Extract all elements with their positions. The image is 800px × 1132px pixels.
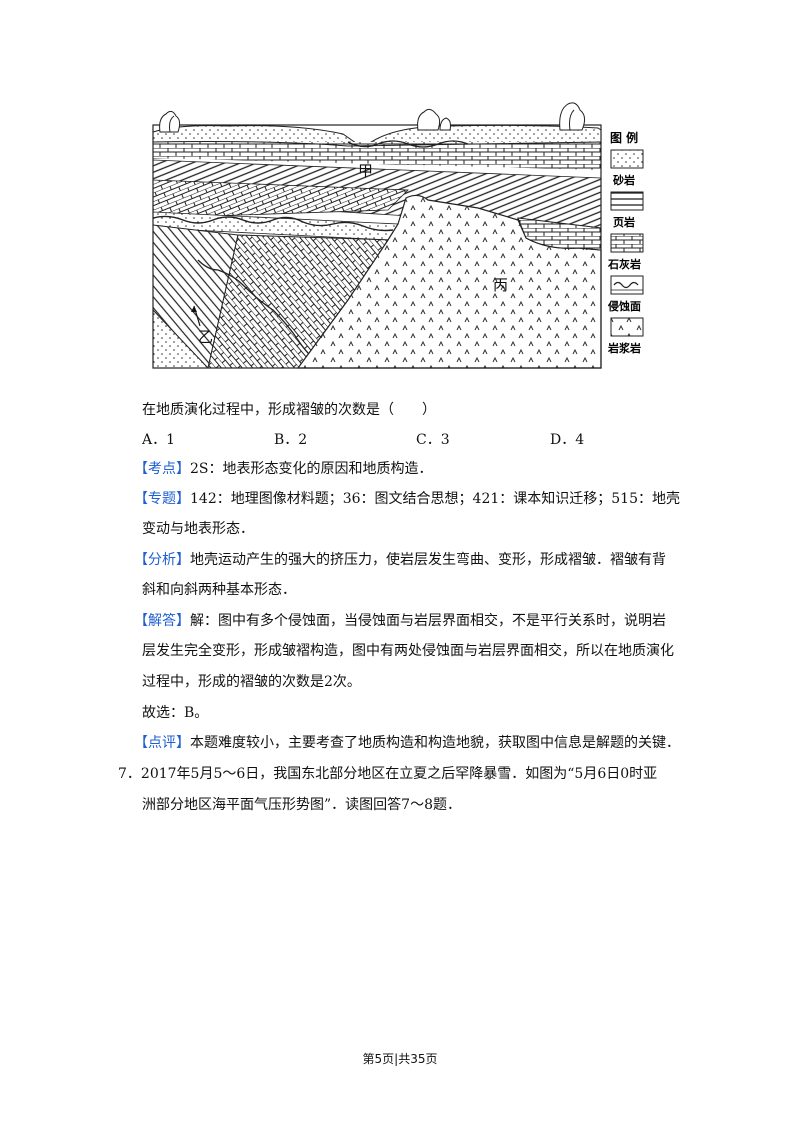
dianping-line: 【点评】本题难度较小，主要考查了地质构造和构造地貌，获取图中信息是解题的关键．	[134, 733, 680, 753]
label-yi: 乙	[198, 328, 213, 346]
q7-text: 2017年5月5～6日，我国东北部分地区在立夏之后罕降暴雪．如图为“5月6日0时…	[140, 766, 658, 782]
legend-label-erosion: 侵蚀面	[607, 299, 641, 313]
option-b[interactable]: B．2	[274, 430, 307, 450]
cross-section-block: 甲 乙 丙	[152, 102, 602, 369]
label-jia: 甲	[358, 162, 373, 180]
option-d[interactable]: D．4	[550, 430, 584, 450]
option-value: 4	[575, 432, 585, 448]
legend-title: 图 例	[610, 130, 638, 145]
legend-swatch-shale	[610, 191, 644, 211]
option-a[interactable]: A．1	[142, 430, 175, 450]
legend-swatch-magma	[610, 317, 644, 337]
zhuanti-line2: 变动与地表形态．	[142, 521, 254, 537]
fenxi-line1: 【分析】地壳运动产生的强大的挤压力，使岩层发生弯曲、变形，形成褶皱．褶皱有背	[134, 550, 666, 570]
q7-line2: 洲部分地区海平面气压形势图”．读图回答7～8题．	[142, 797, 461, 813]
legend-label-magma: 岩浆岩	[607, 341, 641, 355]
legend-label-limestone: 石灰岩	[607, 257, 641, 271]
jieda-line1: 【解答】解：图中有多个侵蚀面，当侵蚀面与岩层界面相交，不是平行关系时，说明岩	[134, 611, 666, 631]
kaodian-tag: 【考点】	[134, 461, 190, 477]
jieda-text: 解：图中有多个侵蚀面，当侵蚀面与岩层界面相交，不是平行关系时，说明岩	[190, 613, 666, 629]
fenxi-text: 地壳运动产生的强大的挤压力，使岩层发生弯曲、变形，形成褶皱．褶皱有背	[190, 552, 666, 568]
jieda-line3: 过程中，形成的褶皱的次数是2次。	[142, 674, 361, 690]
answer-line: 故选：B。	[142, 705, 209, 721]
option-letter: D．	[550, 432, 576, 448]
right-limestone-chunk	[517, 217, 602, 251]
option-value: 2	[298, 432, 308, 448]
zhuanti-tag: 【专题】	[134, 491, 190, 507]
legend-label-sandstone: 砂岩	[613, 173, 635, 187]
jieda-tag: 【解答】	[134, 613, 190, 629]
dianping-tag: 【点评】	[134, 735, 190, 751]
jieda-line2: 层发生完全变形，形成皱褶构造，图中有两处侵蚀面与岩层界面相交，所以在地质演化	[142, 643, 674, 659]
zhuanti-line1: 【专题】142：地理图像材料题；36：图文结合思想；421：课本知识迁移；515…	[134, 489, 680, 509]
legend-label-shale: 页岩	[613, 215, 635, 229]
tree-left	[159, 110, 181, 133]
geologic-cross-section-figure: 甲 乙 丙 图 例 砂岩 页岩 石灰岩 侵蚀面 岩浆岩	[152, 102, 644, 369]
erosion-surface-middle	[152, 215, 394, 232]
kaodian-text: 2S：地表形态变化的原因和地质构造．	[190, 461, 433, 477]
q7-line1: 7．2017年5月5～6日，我国东北部分地区在立夏之后罕降暴雪．如图为“5月6日…	[118, 764, 657, 784]
tree-right	[559, 102, 586, 131]
option-c[interactable]: C．3	[416, 430, 450, 450]
erosion-surface-lower	[197, 259, 319, 363]
fenxi-line2: 斜和向斜两种基本形态．	[142, 582, 296, 598]
q7-number: 7．	[118, 766, 141, 782]
question-stem: 在地质演化过程中，形成褶皱的次数是（ ）	[142, 402, 436, 418]
dianping-text: 本题难度较小，主要考查了地质构造和构造地貌，获取图中信息是解题的关键．	[190, 735, 680, 751]
option-value: 3	[440, 432, 450, 448]
zhuanti-text: 142：地理图像材料题；36：图文结合思想；421：课本知识迁移；515：地壳	[190, 491, 680, 507]
upper-limestone-layer	[153, 142, 601, 170]
legend-swatch-erosion	[610, 275, 644, 295]
tree-middle	[417, 108, 451, 131]
legend: 图 例 砂岩 页岩 石灰岩 侵蚀面 岩浆岩	[607, 130, 644, 355]
option-letter: A．	[142, 432, 167, 448]
kaodian-line: 【考点】2S：地表形态变化的原因和地质构造．	[134, 459, 433, 479]
erosion-surface-upper	[347, 140, 469, 148]
option-letter: C．	[416, 432, 441, 448]
option-letter: B．	[274, 432, 299, 448]
option-value: 1	[166, 432, 176, 448]
fenxi-tag: 【分析】	[134, 552, 190, 568]
label-bing: 丙	[493, 276, 508, 294]
legend-swatch-limestone	[610, 233, 644, 253]
legend-swatch-sandstone	[610, 149, 644, 169]
page-footer: 第5页|共35页	[362, 1052, 438, 1066]
